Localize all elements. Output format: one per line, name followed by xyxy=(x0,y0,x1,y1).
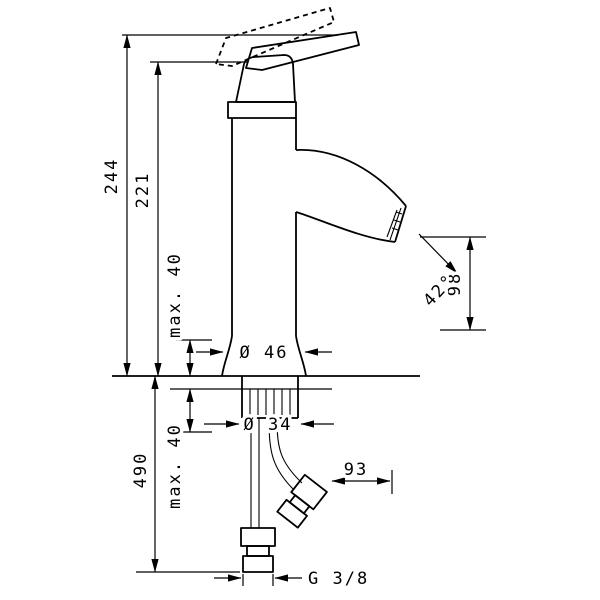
connector-nut xyxy=(240,527,276,547)
spout-tip-face xyxy=(394,205,407,243)
dimension-labels: 244 221 max. 40 Ø 46 Ø 34 max. 40 490 93… xyxy=(99,154,469,592)
base-flare-left xyxy=(221,335,233,377)
label-hose-offset: 93 xyxy=(344,460,368,480)
hose-connector-angled xyxy=(276,473,328,529)
shank-thread-lines xyxy=(249,389,291,415)
lever-raised-dashed xyxy=(215,7,335,67)
base-flare-right xyxy=(295,335,307,377)
label-overall-height: 244 xyxy=(102,158,122,195)
hose-straight xyxy=(250,418,260,528)
connector-neck xyxy=(246,545,270,557)
spray-angle-arrow xyxy=(418,233,458,274)
cap-ring xyxy=(227,101,297,119)
handle-cap xyxy=(235,54,296,103)
label-base-diameter: Ø 46 xyxy=(240,343,289,363)
aerator-line-2 xyxy=(386,209,398,238)
label-hose-length: 490 xyxy=(131,452,151,489)
label-deck-max-bottom: max. 40 xyxy=(165,423,185,509)
faucet-outline xyxy=(112,7,420,573)
spout-top-edge xyxy=(295,149,407,207)
hose-angled xyxy=(268,417,303,491)
label-thread: G 3/8 xyxy=(308,569,369,589)
hose-assembly xyxy=(240,417,328,573)
label-deck-max-top: max. 40 xyxy=(165,252,185,338)
hose-connector-straight xyxy=(240,527,276,573)
label-shank-diameter: Ø 34 xyxy=(244,415,293,435)
connector-thread-g38 xyxy=(242,555,274,573)
lever-handle xyxy=(245,31,360,71)
connector-nut-angled xyxy=(290,473,328,511)
label-height-to-spout: 221 xyxy=(133,172,153,209)
aerator-hatch xyxy=(391,211,403,231)
dimension-lines xyxy=(122,34,486,586)
label-outlet-height: 98 xyxy=(445,272,465,296)
spout-bottom-edge xyxy=(295,211,396,243)
connector-thread-angled xyxy=(276,498,308,529)
